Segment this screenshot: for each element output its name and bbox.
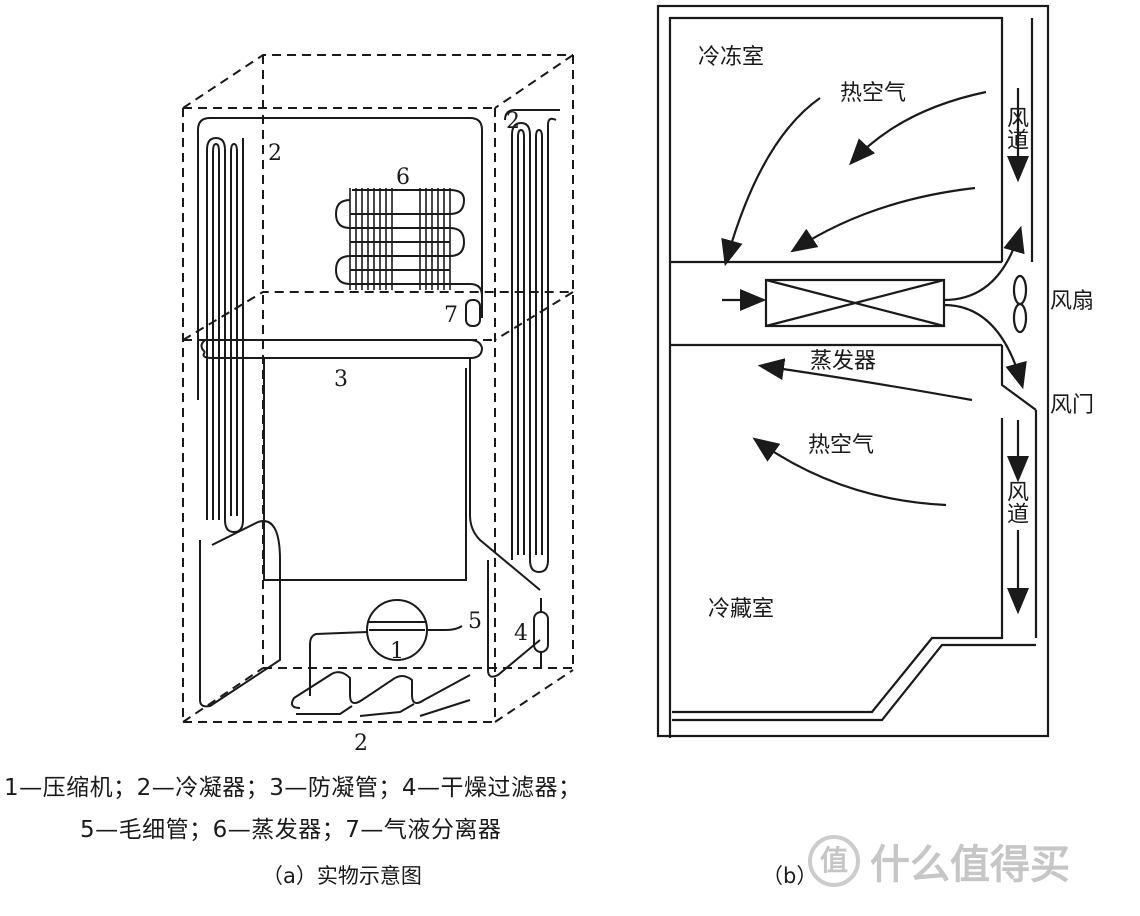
label-freezer: 冷冻室 [698, 45, 764, 70]
watermark: 值 什么值得买 [808, 832, 1070, 890]
compressor [309, 599, 463, 696]
figure-b [656, 4, 1050, 738]
watermark-text: 什么值得买 [870, 842, 1070, 888]
anti-condensation-pipe [200, 339, 541, 591]
label-capillary: 5 [468, 609, 482, 634]
label-separator: 7 [444, 303, 458, 328]
label-air-duct-top: 风道 [1003, 106, 1028, 150]
figure-a [182, 54, 574, 723]
label-hot-air-bottom: 热空气 [808, 433, 874, 458]
label-evaporator-b: 蒸发器 [810, 349, 876, 374]
bottom-condenser [291, 671, 471, 717]
legend-line-2: 5—毛细管；6—蒸发器；7—气液分离器 [80, 817, 502, 843]
cabinet-outer [656, 4, 1050, 738]
label-anti-condensation: 3 [334, 367, 348, 392]
label-condenser-right: 2 [506, 109, 520, 134]
label-compressor: 1 [390, 639, 404, 664]
label-hot-air-top: 热空气 [840, 81, 906, 106]
legend-line-1: 1—压缩机；2—冷凝器；3—防凝管；4—干燥过滤器； [4, 775, 582, 801]
label-filter: 4 [514, 621, 528, 646]
freezer-wall [668, 16, 1004, 738]
right-condenser [487, 109, 560, 678]
label-fridge: 冷藏室 [708, 597, 774, 622]
dryer-filter [533, 598, 549, 668]
watermark-logo-icon: 值 [808, 835, 860, 887]
label-fan: 风扇 [1050, 289, 1094, 314]
label-condenser-left: 2 [268, 141, 282, 166]
fan-icon [1012, 274, 1028, 334]
evaporator-coil [334, 188, 483, 327]
label-condenser-bottom: 2 [354, 731, 368, 756]
gas-liquid-separator [465, 299, 481, 327]
left-condenser [197, 117, 483, 708]
label-air-duct-bottom: 风道 [1003, 480, 1028, 524]
label-evaporator: 6 [396, 165, 410, 190]
label-damper: 风门 [1050, 393, 1094, 418]
caption-a: （a）实物示意图 [262, 864, 422, 888]
